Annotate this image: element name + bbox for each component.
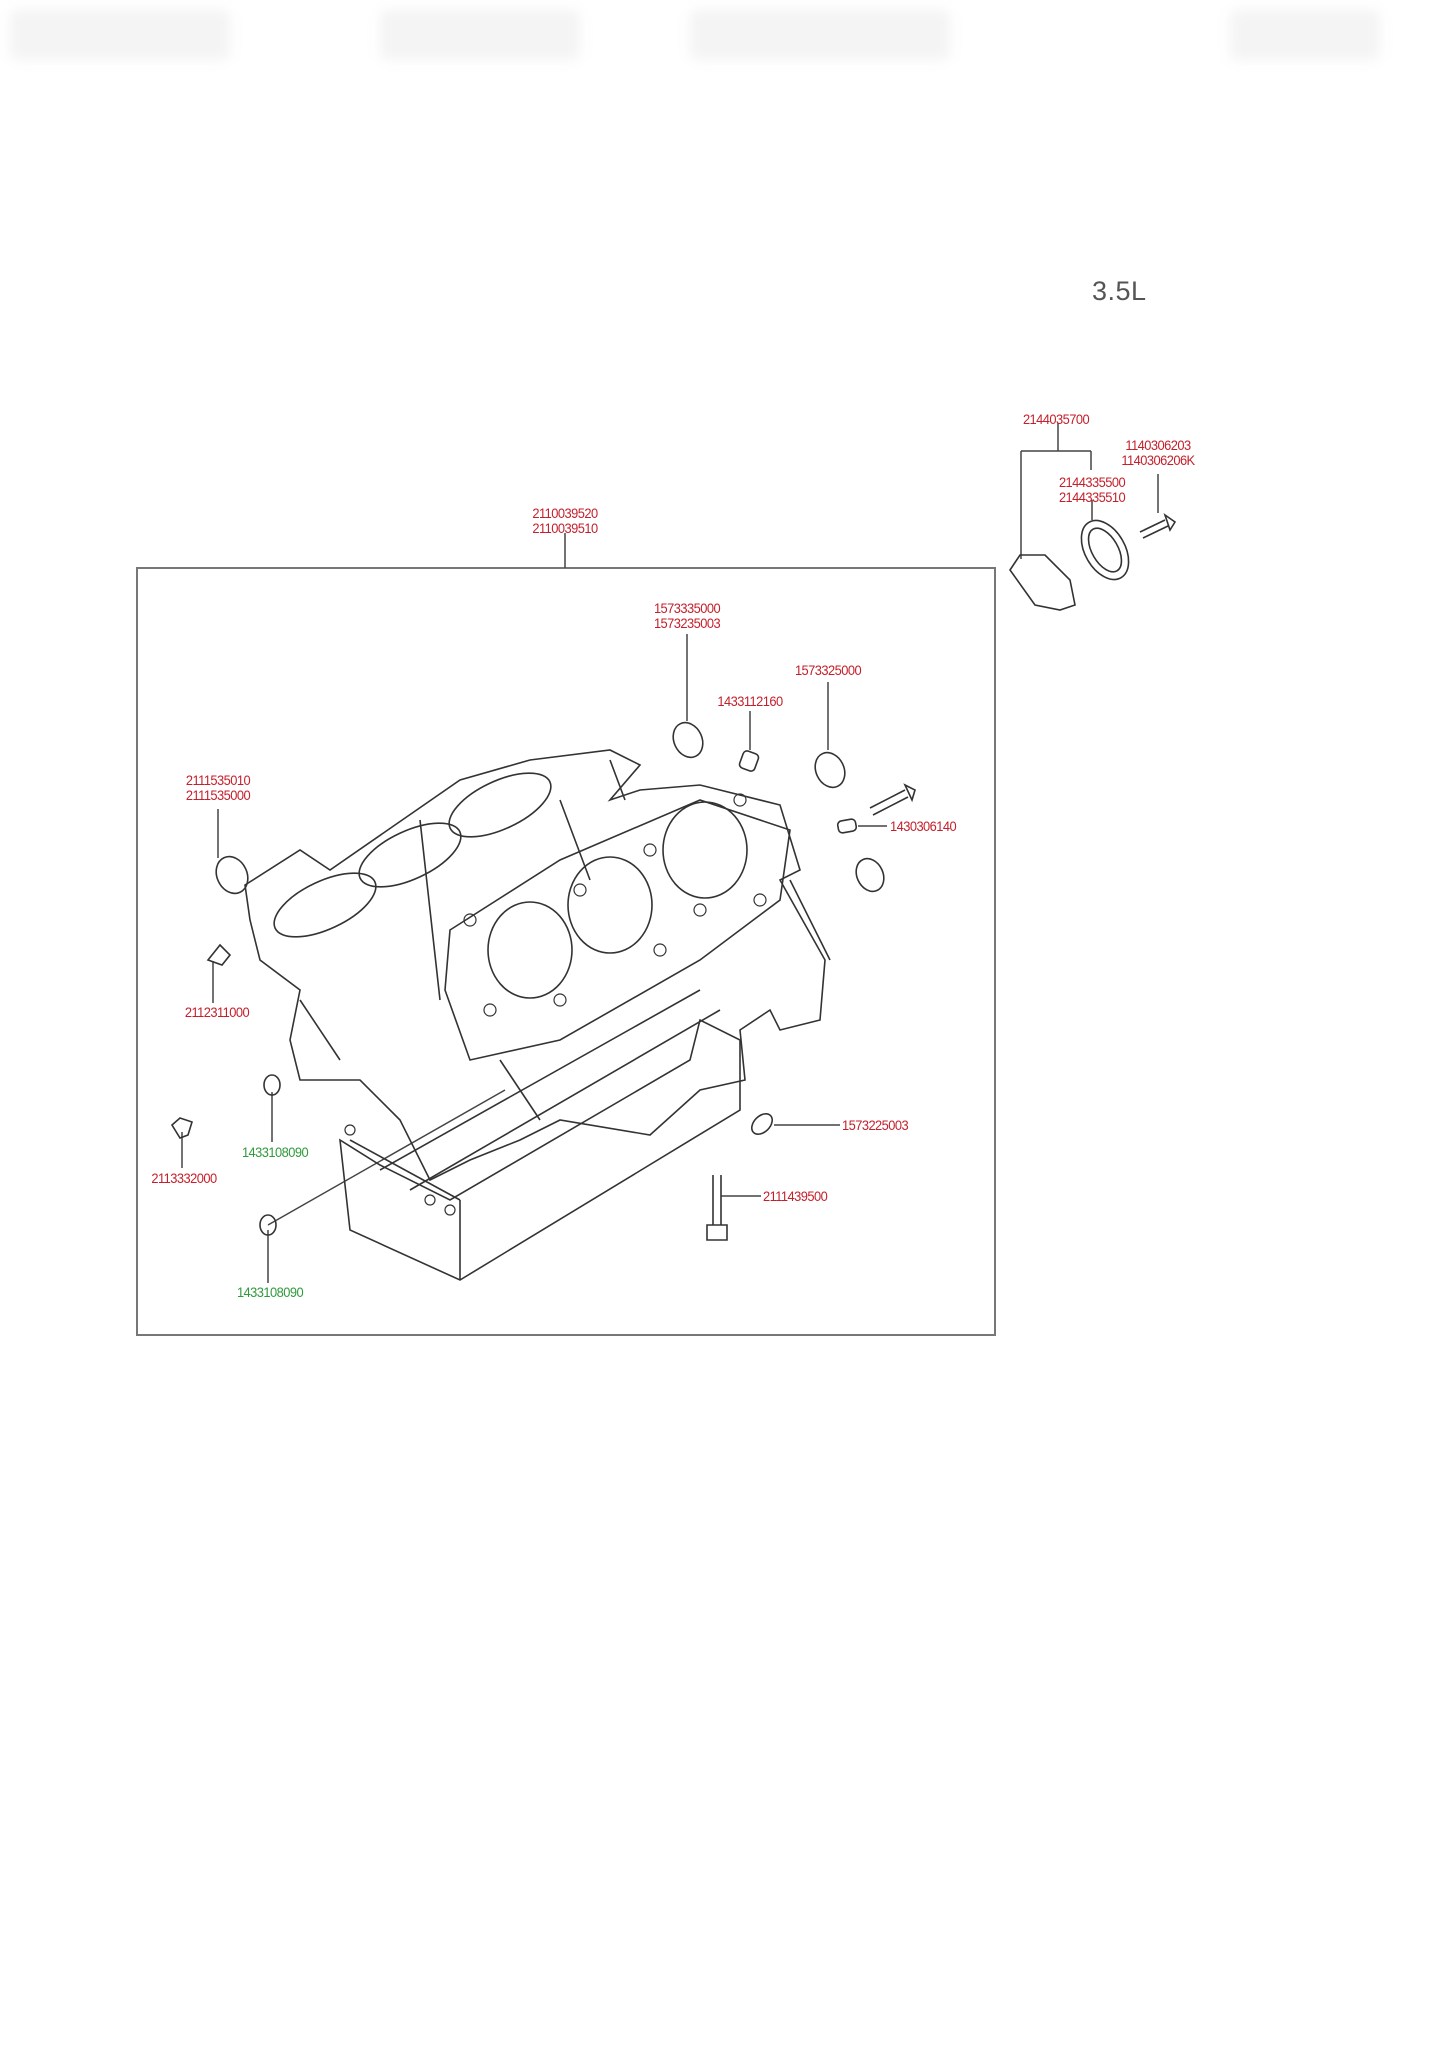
plug-green-1-icon — [263, 1074, 281, 1096]
plug-left-small-icon — [206, 943, 232, 966]
part-icons — [170, 512, 1177, 1241]
bottom-bolt-icon — [706, 1175, 728, 1241]
engine-block-illustration — [244, 749, 831, 1281]
plug-right-upper-icon — [855, 857, 885, 893]
plug-left-lower-icon — [170, 1117, 193, 1139]
rear-oil-seal-icon — [1080, 519, 1130, 581]
part-number[interactable]: 1433112160 — [717, 693, 783, 709]
seal-case-bolt-icon — [1139, 512, 1177, 539]
part-number[interactable]: 2144335510 — [1058, 489, 1126, 505]
plug-left-icon — [215, 855, 249, 895]
callout-bolt-bottom[interactable]: 2111439500 — [763, 1188, 828, 1204]
part-number[interactable]: 2111535000 — [185, 787, 251, 803]
bolt-side-small-icon — [836, 818, 858, 834]
callout-cylinder-block[interactable]: 2110039520 2110039510 — [532, 505, 598, 536]
callout-plug-left-small[interactable]: 2112311000 — [184, 1004, 250, 1020]
plug-top-1-icon — [672, 721, 704, 759]
part-number[interactable]: 1573335000 — [653, 600, 721, 616]
scan-artifact — [690, 10, 950, 60]
part-number[interactable]: 1433108090 — [241, 1144, 309, 1160]
scan-artifact — [1230, 10, 1380, 60]
callout-seal-case-bolt[interactable]: 1140306203 1140306206K — [1121, 437, 1195, 468]
callout-plug-left[interactable]: 2111535010 2111535000 — [185, 772, 251, 803]
side-bolt-icon — [869, 783, 916, 816]
cylinder-block-assembly-frame — [136, 567, 996, 1336]
part-number[interactable]: 2144335500 — [1058, 474, 1126, 490]
callout-plug-top-2[interactable]: 1573325000 — [794, 662, 862, 678]
plug-green-2-icon — [259, 1214, 277, 1236]
callout-bolt-side[interactable]: 1430306140 — [890, 818, 957, 834]
scan-artifact — [10, 10, 230, 60]
plug-small-top-icon — [738, 750, 760, 772]
part-number[interactable]: 1573325000 — [794, 662, 862, 678]
engine-variant-label: 3.5L — [1092, 276, 1147, 306]
part-number[interactable]: 2110039520 — [532, 505, 598, 521]
plug-right-icon — [751, 1113, 773, 1135]
callout-plug-green-2[interactable]: 1433108090 — [236, 1284, 304, 1300]
part-number[interactable]: 1140306206K — [1121, 452, 1195, 468]
part-number[interactable]: 1430306140 — [890, 818, 957, 834]
part-number[interactable]: 2111439500 — [763, 1188, 828, 1204]
callout-plug-top-1[interactable]: 1573335000 1573235003 — [653, 600, 721, 631]
leader-lines — [181, 423, 1159, 1283]
callout-rear-oil-seal-case[interactable]: 2144035700 — [1022, 411, 1090, 427]
scan-artifact — [380, 10, 580, 60]
part-number[interactable]: 1573225003 — [842, 1117, 909, 1133]
callout-plug-small-top[interactable]: 1433112160 — [717, 693, 783, 709]
part-number[interactable]: 2112311000 — [184, 1004, 250, 1020]
callout-plug-green-1[interactable]: 1433108090 — [241, 1144, 309, 1160]
plug-top-2-icon — [814, 751, 846, 789]
part-number[interactable]: 1573235003 — [653, 615, 721, 631]
part-number[interactable]: 2144035700 — [1022, 411, 1090, 427]
callout-plug-left-lower[interactable]: 2113332000 — [151, 1170, 217, 1186]
rear-oil-seal-case-icon — [1009, 554, 1076, 611]
callout-rear-oil-seal[interactable]: 2144335500 2144335510 — [1058, 474, 1126, 505]
part-number[interactable]: 2110039510 — [532, 520, 598, 536]
callout-plug-right[interactable]: 1573225003 — [842, 1117, 909, 1133]
part-number[interactable]: 2111535010 — [185, 772, 251, 788]
part-number[interactable]: 1140306203 — [1125, 437, 1191, 453]
part-number[interactable]: 1433108090 — [236, 1284, 304, 1300]
part-number[interactable]: 2113332000 — [151, 1170, 217, 1186]
